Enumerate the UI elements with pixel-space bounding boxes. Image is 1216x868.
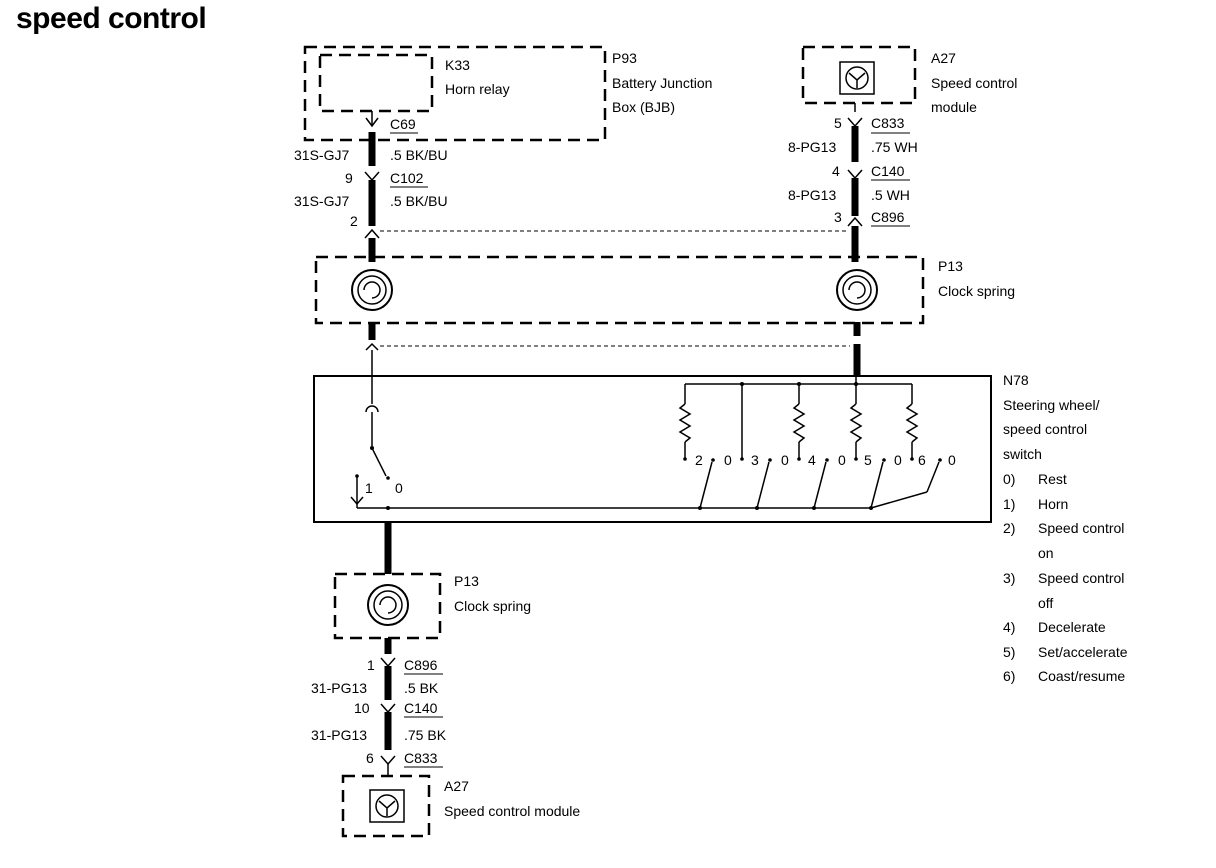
legend-text-1: Horn xyxy=(1038,496,1068,512)
bottom-circuit1: 31-PG13 xyxy=(311,680,367,696)
legend-text-4: Decelerate xyxy=(1038,619,1106,635)
left-top-wire xyxy=(364,111,380,262)
p93-id: P93 xyxy=(612,50,637,66)
legend-key-1: 1) xyxy=(1003,496,1015,512)
a27-top-module: A27 Speed control module xyxy=(801,45,1017,115)
speed-switch-ladder: 2 0 3 0 4 0 5 0 6 0 xyxy=(678,376,956,510)
legend-key-2: 2) xyxy=(1003,520,1015,536)
k33-horn-relay: K33 Horn relay xyxy=(318,53,510,113)
switch-6-rest: 0 xyxy=(948,452,956,468)
right-circuit1: 8-PG13 xyxy=(788,139,836,155)
p13-bottom-name: Clock spring xyxy=(454,598,531,614)
legend-key-4: 4) xyxy=(1003,619,1015,635)
bottom-c896: C896 xyxy=(404,657,438,673)
p13-bottom-clock-spring: P13 Clock spring xyxy=(333,572,531,640)
p93-bjb: P93 Battery Junction Box (BJB) xyxy=(303,45,712,142)
bottom-pin6: 6 xyxy=(366,750,374,766)
right-top-wire xyxy=(847,103,863,262)
right-circuit2: 8-PG13 xyxy=(788,187,836,203)
right-wire1: .75 WH xyxy=(871,139,918,155)
n78-name-line2: speed control xyxy=(1003,421,1087,437)
right-pin4: 4 xyxy=(832,163,840,179)
legend-key-5: 5) xyxy=(1003,644,1015,660)
a27-bottom-name: Speed control module xyxy=(444,803,580,819)
n78-name-line1: Steering wheel/ xyxy=(1003,397,1100,413)
switch-3-pos: 3 xyxy=(751,452,759,468)
switch-2-rest: 0 xyxy=(724,452,732,468)
horn-switch: 1 0 xyxy=(350,376,700,510)
a27-top-name-line1: Speed control xyxy=(931,75,1017,91)
p13-bottom-id: P13 xyxy=(454,573,479,589)
a27-bottom-id: A27 xyxy=(444,778,469,794)
switch-5-pos: 5 xyxy=(864,452,872,468)
bottom-wire2: .75 BK xyxy=(404,727,447,743)
bottom-circuit2: 31-PG13 xyxy=(311,727,367,743)
bottom-wire xyxy=(380,638,396,776)
legend-text-6: Coast/resume xyxy=(1038,668,1125,684)
right-pin5: 5 xyxy=(834,115,842,131)
legend-key-0: 0) xyxy=(1003,471,1015,487)
legend-text-3b: off xyxy=(1038,595,1053,611)
switch-4-rest: 0 xyxy=(838,452,846,468)
wires-clockspring-to-n78 xyxy=(365,322,861,376)
legend-text-2: Speed control xyxy=(1038,520,1124,536)
switch-3-rest: 0 xyxy=(781,452,789,468)
bottom-c140: C140 xyxy=(404,700,438,716)
n78-switch-box: N78 Steering wheel/ speed control switch xyxy=(313,372,1100,523)
legend-key-6: 6) xyxy=(1003,668,1015,684)
bottom-pin1: 1 xyxy=(367,657,375,673)
p13-top-name: Clock spring xyxy=(938,283,1015,299)
a27-top-name-line2: module xyxy=(931,99,977,115)
n78-id: N78 xyxy=(1003,372,1029,388)
p93-name-line2: Box (BJB) xyxy=(612,99,675,115)
right-c833: C833 xyxy=(871,115,905,131)
left-wire1: .5 BK/BU xyxy=(390,147,448,163)
n78-name-line3: switch xyxy=(1003,446,1042,462)
left-circuit1: 31S-GJ7 xyxy=(294,147,349,163)
switch-legend: 0) Rest 1) Horn 2) Speed control on 3) S… xyxy=(1003,471,1128,684)
p13-top-id: P13 xyxy=(938,258,963,274)
p93-name-line1: Battery Junction xyxy=(612,75,712,91)
page-title: speed control xyxy=(16,2,207,35)
switch-2-pos: 2 xyxy=(695,452,703,468)
legend-text-5: Set/accelerate xyxy=(1038,644,1128,660)
bottom-wire1: .5 BK xyxy=(404,680,439,696)
left-circuit2: 31S-GJ7 xyxy=(294,193,349,209)
bottom-pin10: 10 xyxy=(354,700,370,716)
left-c69: C69 xyxy=(390,116,416,132)
a27-top-id: A27 xyxy=(931,50,956,66)
k33-name: Horn relay xyxy=(445,81,510,97)
bottom-c833: C833 xyxy=(404,750,438,766)
left-pin2: 2 xyxy=(350,213,358,229)
k33-id: K33 xyxy=(445,57,470,73)
a27-bottom-module: A27 Speed control module xyxy=(341,774,580,838)
legend-text-3: Speed control xyxy=(1038,570,1124,586)
left-c102: C102 xyxy=(390,170,424,186)
switch-5-rest: 0 xyxy=(894,452,902,468)
right-c896: C896 xyxy=(871,209,905,225)
switch-4-pos: 4 xyxy=(808,452,816,468)
right-c140: C140 xyxy=(871,163,905,179)
switch-6-pos: 6 xyxy=(918,452,926,468)
horn-switch-pos1: 1 xyxy=(365,480,373,496)
left-wire2: .5 BK/BU xyxy=(390,193,448,209)
left-pin9: 9 xyxy=(345,170,353,186)
legend-key-3: 3) xyxy=(1003,570,1015,586)
right-pin3: 3 xyxy=(834,209,842,225)
right-wire2: .5 WH xyxy=(871,187,910,203)
p13-top-clock-spring: P13 Clock spring xyxy=(314,255,1015,325)
horn-switch-pos0: 0 xyxy=(395,480,403,496)
legend-text-2b: on xyxy=(1038,545,1054,561)
legend-text-0: Rest xyxy=(1038,471,1067,487)
